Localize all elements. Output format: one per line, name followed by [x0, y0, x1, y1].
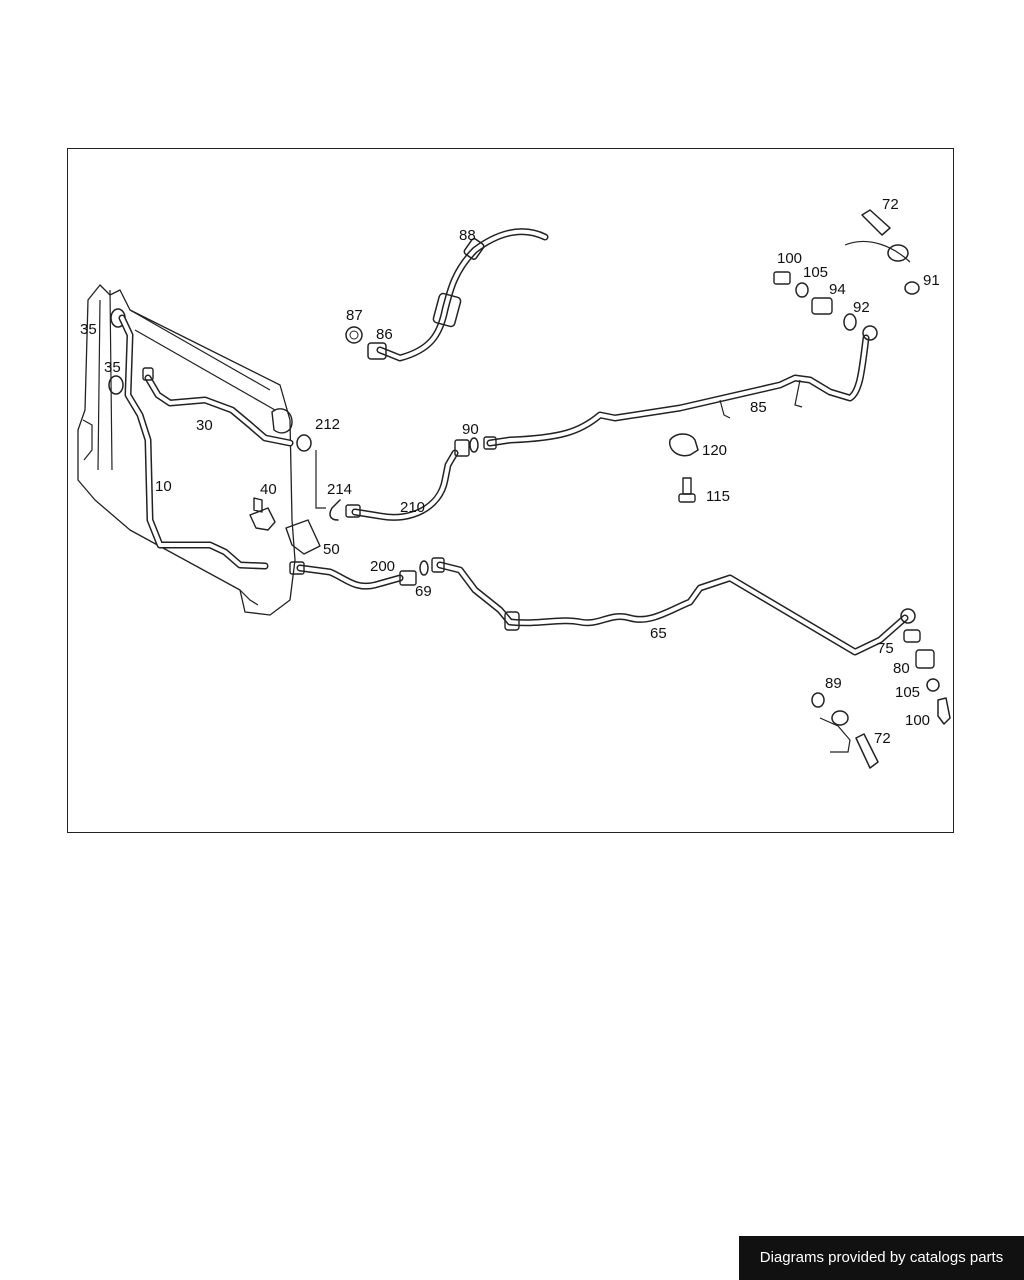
part-120-clamp [669, 433, 699, 457]
part-105-lower-ring [926, 678, 940, 692]
callout-210: 210 [400, 499, 425, 516]
callout-50: 50 [323, 541, 340, 558]
part-86-fitting [367, 342, 387, 360]
callout-212: 212 [315, 416, 340, 433]
callout-105-upper: 105 [803, 264, 828, 281]
callout-100-upper: 100 [777, 250, 802, 267]
diagram-frame [67, 148, 954, 833]
callout-87: 87 [346, 307, 363, 324]
callout-72-upper: 72 [882, 196, 899, 213]
callout-91: 91 [923, 272, 940, 289]
part-75-ring [903, 629, 921, 643]
callout-72-lower: 72 [874, 730, 891, 747]
part-72-lower-bolt [819, 710, 879, 769]
part-94-fitting [811, 297, 833, 315]
credit-badge: Diagrams provided by catalogs parts [739, 1236, 1024, 1280]
part-80-fitting [915, 649, 935, 669]
part-210-hose [345, 439, 470, 521]
part-10-tube [118, 314, 269, 570]
callout-120: 120 [702, 442, 727, 459]
callout-92: 92 [853, 299, 870, 316]
callout-labels: 88 87 86 72 100 105 94 92 91 35 35 30 21… [80, 196, 940, 747]
part-88-hose [376, 228, 549, 362]
part-214-clip [329, 499, 341, 521]
part-89-oring [811, 692, 825, 708]
part-212-oring [296, 434, 312, 452]
callout-80: 80 [893, 660, 910, 677]
callout-35-lower: 35 [104, 359, 121, 376]
part-50-bracket [285, 519, 321, 555]
callout-100-lower: 100 [905, 712, 930, 729]
callout-10: 10 [155, 478, 172, 495]
callout-89: 89 [825, 675, 842, 692]
part-69-oring [419, 560, 429, 576]
condenser-radiator [77, 284, 296, 616]
callout-75: 75 [877, 640, 894, 657]
callout-40: 40 [260, 481, 277, 498]
part-30-tube [142, 367, 294, 447]
part-85-line [483, 325, 878, 450]
callout-35-upper: 35 [80, 321, 97, 338]
callout-94: 94 [829, 281, 846, 298]
part-92-ring [843, 313, 857, 331]
part-90-oring [469, 437, 479, 453]
callout-90: 90 [462, 421, 479, 438]
part-87-oring [345, 326, 363, 344]
callout-30: 30 [196, 417, 213, 434]
part-105-upper-ring [795, 282, 809, 298]
part-40-clip [249, 497, 276, 531]
callout-105-lower: 105 [895, 684, 920, 701]
part-115-bolt [678, 477, 696, 503]
callout-115: 115 [706, 488, 730, 505]
callout-214: 214 [327, 481, 352, 498]
part-100-upper-plug [773, 271, 791, 285]
part-72-upper-bolt [844, 209, 911, 263]
part-91-oring [904, 281, 920, 295]
callout-85: 85 [750, 399, 767, 416]
callout-65: 65 [650, 625, 667, 642]
callout-69: 69 [415, 583, 432, 600]
callout-200: 200 [370, 558, 395, 575]
part-100-lower-plug [937, 697, 951, 725]
callout-86: 86 [376, 326, 393, 343]
part-200-hose [289, 561, 417, 590]
callout-88: 88 [459, 227, 476, 244]
part-65-line [431, 557, 916, 656]
